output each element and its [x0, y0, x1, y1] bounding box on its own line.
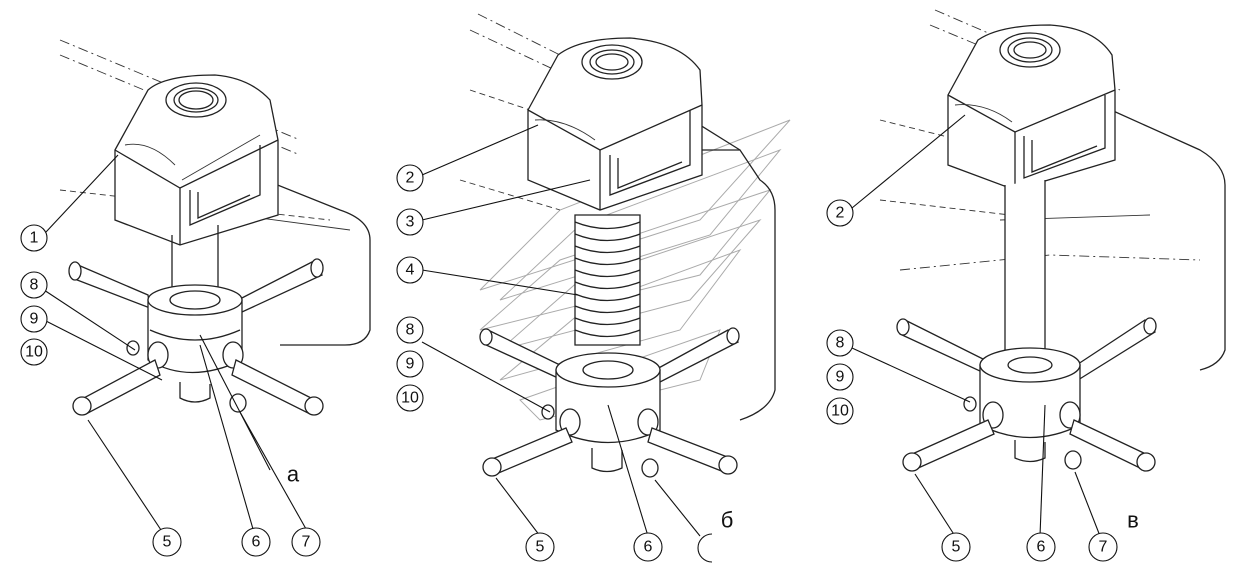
view-v-assembly — [879, 9, 1226, 472]
svg-text:10: 10 — [831, 403, 849, 420]
view-b-letter: б — [721, 508, 734, 533]
callout-4: 4 — [396, 256, 424, 284]
view-a-letter: а — [287, 462, 300, 487]
callout-3: 3 — [396, 208, 424, 236]
callout-5: 5 — [152, 527, 182, 557]
svg-text:10: 10 — [25, 344, 43, 361]
svg-text:5: 5 — [536, 539, 545, 556]
callout-8: 8 — [20, 271, 48, 299]
callout-2: 2 — [826, 199, 854, 227]
svg-text:2: 2 — [406, 170, 415, 187]
svg-text:6: 6 — [644, 539, 653, 556]
view-v-callouts: 2 8 9 10 5 6 7 в — [826, 199, 1139, 562]
svg-text:7: 7 — [302, 534, 311, 551]
svg-text:10: 10 — [401, 390, 419, 407]
callout-6: 6 — [633, 532, 663, 562]
svg-text:1: 1 — [30, 230, 39, 247]
svg-text:7: 7 — [1099, 539, 1108, 556]
svg-text:5: 5 — [952, 539, 961, 556]
svg-text:6: 6 — [252, 534, 261, 551]
callout-9: 9 — [826, 363, 854, 391]
view-a-leaders — [43, 154, 311, 537]
svg-text:3: 3 — [406, 214, 415, 231]
svg-text:8: 8 — [406, 322, 415, 339]
callout-1: 1 — [20, 224, 48, 252]
callout-8: 8 — [396, 316, 424, 344]
spring — [574, 214, 641, 346]
callout-10: 10 — [396, 384, 424, 412]
svg-text:9: 9 — [30, 311, 39, 328]
svg-text:9: 9 — [406, 356, 415, 373]
svg-text:9: 9 — [836, 369, 845, 386]
view-b-assembly — [459, 13, 776, 478]
svg-text:6: 6 — [1037, 539, 1046, 556]
callout-6: 6 — [241, 527, 271, 557]
callout-partial-circle — [697, 533, 713, 563]
callout-5: 5 — [941, 532, 971, 562]
callout-7: 7 — [1088, 532, 1118, 562]
view-a-assembly — [59, 39, 371, 416]
view-a-callouts: 1 8 9 10 5 6 7 а — [20, 224, 321, 557]
callout-9: 9 — [396, 350, 424, 378]
view-b-leaders — [421, 124, 701, 537]
svg-text:8: 8 — [836, 335, 845, 352]
callout-5: 5 — [525, 532, 555, 562]
callout-10: 10 — [826, 397, 854, 425]
callout-6: 6 — [1026, 532, 1056, 562]
view-v-letter: в — [1127, 508, 1139, 533]
svg-text:5: 5 — [163, 534, 172, 551]
view-v-leaders — [851, 114, 1101, 537]
callout-10: 10 — [20, 338, 48, 366]
callout-9: 9 — [20, 305, 48, 333]
callout-8: 8 — [826, 329, 854, 357]
callout-7: 7 — [291, 527, 321, 557]
svg-text:8: 8 — [30, 277, 39, 294]
svg-text:2: 2 — [836, 205, 845, 222]
view-b-callouts: 2 3 4 8 9 10 5 6 б — [396, 164, 734, 563]
callout-2: 2 — [396, 164, 424, 192]
svg-text:4: 4 — [406, 262, 415, 279]
